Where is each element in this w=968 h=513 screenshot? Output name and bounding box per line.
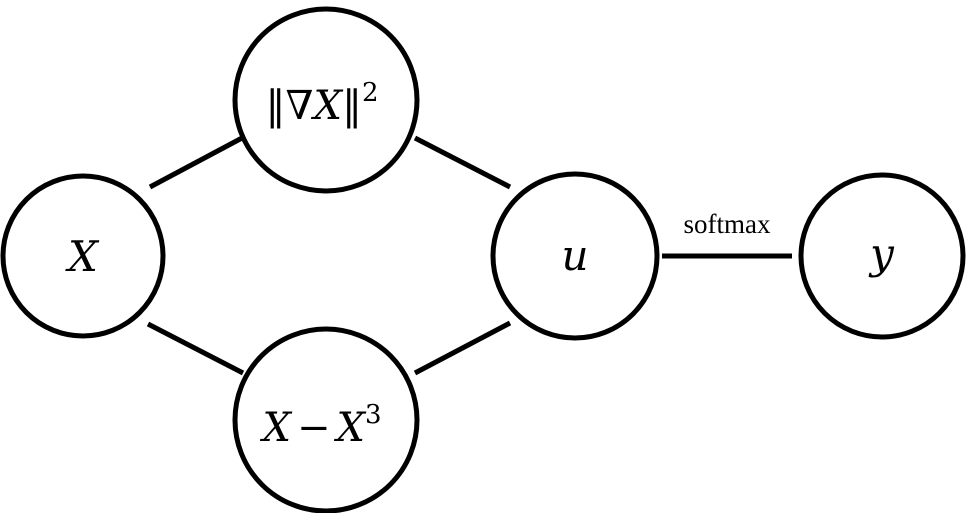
grad-norm-var: X: [310, 83, 343, 129]
node-x-label: X: [65, 232, 100, 281]
node-u-circle: [490, 171, 660, 341]
node-u-label: u: [561, 231, 588, 280]
node-grad-norm-circle: [232, 6, 420, 194]
node-grad-norm: ‖∇X‖2: [232, 6, 420, 194]
node-y-circle: [798, 172, 966, 340]
poly-var-2: X: [333, 405, 366, 451]
poly-operator: −: [297, 405, 331, 451]
grad-norm-close: ‖: [342, 83, 362, 129]
node-grad-norm-label: ‖∇X‖2: [266, 78, 379, 129]
poly-var-1: X: [259, 405, 292, 451]
edge-x-to-grad: [148, 135, 244, 190]
node-x-circle: [0, 173, 166, 339]
poly-exponent: 3: [365, 400, 382, 430]
node-polynomial-label: X−X3: [259, 400, 381, 451]
node-polynomial-circle: [232, 326, 420, 513]
edge-x-to-poly: [146, 321, 245, 376]
softmax-label: softmax: [684, 209, 771, 239]
grad-norm-open: ‖∇: [266, 83, 314, 129]
edge-poly-to-u: [413, 320, 512, 376]
node-x: X: [0, 173, 166, 339]
edge-grad-to-u: [413, 135, 512, 190]
node-y: y: [798, 172, 966, 340]
node-y-label: y: [868, 229, 895, 278]
node-polynomial: X−X3: [232, 326, 420, 513]
node-u: u: [490, 171, 660, 341]
grad-norm-exponent: 2: [362, 78, 379, 108]
